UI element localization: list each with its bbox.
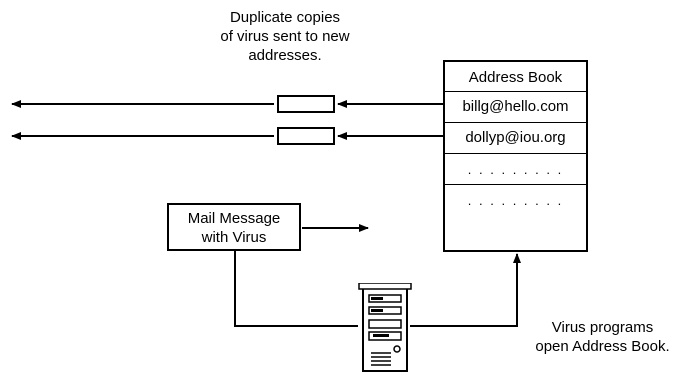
divider (445, 184, 586, 185)
address-book: Address Book billg@hello.com dollyp@iou.… (443, 60, 588, 252)
address-book-title: Address Book (468, 69, 563, 86)
address-entry: billg@hello.com (462, 98, 569, 115)
envelope-copy-icon (277, 127, 335, 145)
divider (445, 122, 586, 123)
divider (445, 91, 586, 92)
tower-computer-icon (358, 283, 412, 372)
line-mail-to-computer (234, 250, 358, 327)
caption-bottom-line-2: open Address Book. (535, 338, 670, 355)
arrow-computer-to-book (410, 253, 521, 327)
mail-message-box: Mail Message with Virus (167, 203, 301, 251)
envelope-copy-icon (277, 95, 335, 113)
address-entry-ellipsis: . . . . . . . . . (467, 162, 564, 177)
divider (445, 153, 586, 154)
caption-virus-programs: Virus programs open Address Book. (525, 318, 680, 356)
caption-top-line-2: of virus sent to new (220, 28, 350, 45)
mail-message-line-1: Mail Message (187, 210, 281, 227)
mail-message-line-2: with Virus (201, 229, 267, 246)
caption-top-line-1: Duplicate copies (229, 9, 341, 26)
address-entry: dollyp@iou.org (465, 129, 566, 146)
caption-duplicate-copies: Duplicate copies of virus sent to new ad… (190, 8, 380, 65)
address-entry-ellipsis: . . . . . . . . . (467, 193, 564, 208)
caption-bottom-line-1: Virus programs (551, 319, 654, 336)
caption-top-line-3: addresses. (248, 47, 322, 64)
